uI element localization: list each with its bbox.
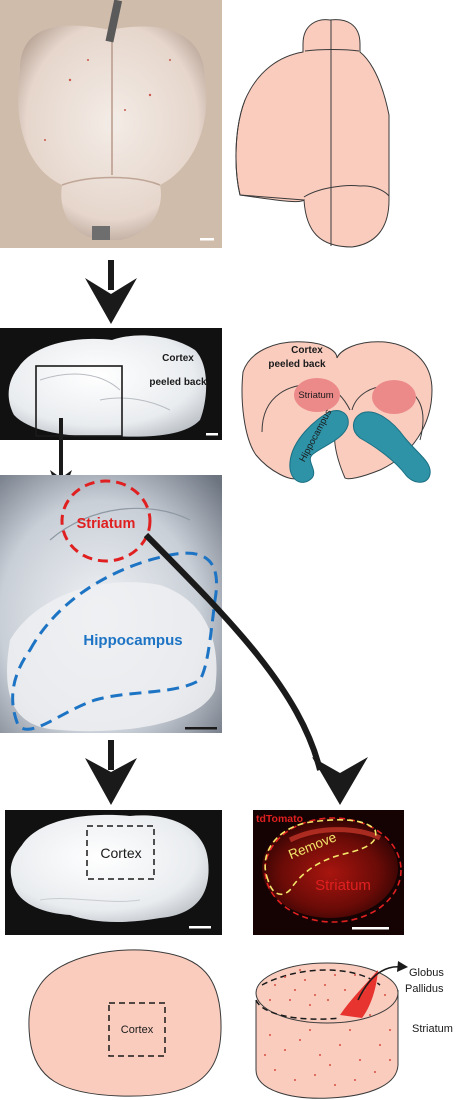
photo-cortex-label-2: peeled back — [149, 377, 207, 388]
schematic-cortex-box — [108, 1002, 166, 1057]
schematic-cortex-peeled: Cortex peeled back Striatum Hippocampus — [241, 341, 433, 483]
zoom-box — [35, 365, 123, 437]
schematic-striatum-left — [294, 378, 340, 412]
scale-bar — [189, 926, 211, 929]
globus-label-1: Globus — [409, 967, 444, 979]
scale-bar — [200, 238, 214, 241]
schematic-striatum-label: Striatum — [298, 390, 333, 401]
scale-bar — [185, 727, 217, 730]
schematic-cortex-label-2: peeled back — [268, 359, 326, 370]
scale-bar — [206, 433, 218, 436]
schematic-cortex: Cortex — [28, 949, 222, 1097]
photo-cortex-label: Cortex — [100, 845, 141, 861]
photo-cortex-peeled: Cortex peeled back — [0, 328, 222, 440]
arrow-down-3 — [312, 757, 368, 805]
globus-label-2: Pallidus — [405, 983, 444, 995]
tdtomato-channel-label: tdTomato — [256, 813, 303, 825]
arrow-curved-to-striatum — [143, 532, 323, 771]
photo-tdtomato: tdTomato Remove Striatum — [253, 810, 404, 935]
zoom-striatum-label: Striatum — [77, 516, 136, 532]
schematic-striatum-3d: Globus Pallidus Striatum — [255, 961, 453, 1099]
tdtomato-striatum-outline — [264, 817, 402, 923]
schematic-dorsal-brain — [235, 19, 390, 248]
scale-bar — [352, 927, 389, 930]
schematic-cortex-label: Cortex — [121, 1024, 154, 1036]
schematic-cortex-label-1: Cortex — [291, 345, 323, 356]
photo-cortex-label-1: Cortex — [162, 353, 194, 364]
schematic-striatum-3d-label: Striatum — [412, 1023, 453, 1035]
zoom-striatum-outline — [60, 479, 152, 563]
photo-zoom: Striatum Hippocampus — [0, 475, 222, 733]
zoom-hippocampus-label: Hippocampus — [83, 632, 182, 649]
photo-cortex: Cortex — [5, 810, 222, 935]
tdtomato-remove-outline — [264, 819, 377, 896]
photo-whole-brain — [0, 0, 222, 248]
photo-cortex-box — [86, 825, 155, 880]
schematic-hippocampus-right — [353, 411, 431, 483]
schematic-striatum-right — [372, 380, 416, 414]
schematic-hippocampus-left — [289, 410, 349, 483]
tdtomato-striatum-label: Striatum — [315, 877, 371, 894]
arrow-down-2 — [85, 740, 137, 805]
arrow-down-1 — [85, 260, 137, 324]
